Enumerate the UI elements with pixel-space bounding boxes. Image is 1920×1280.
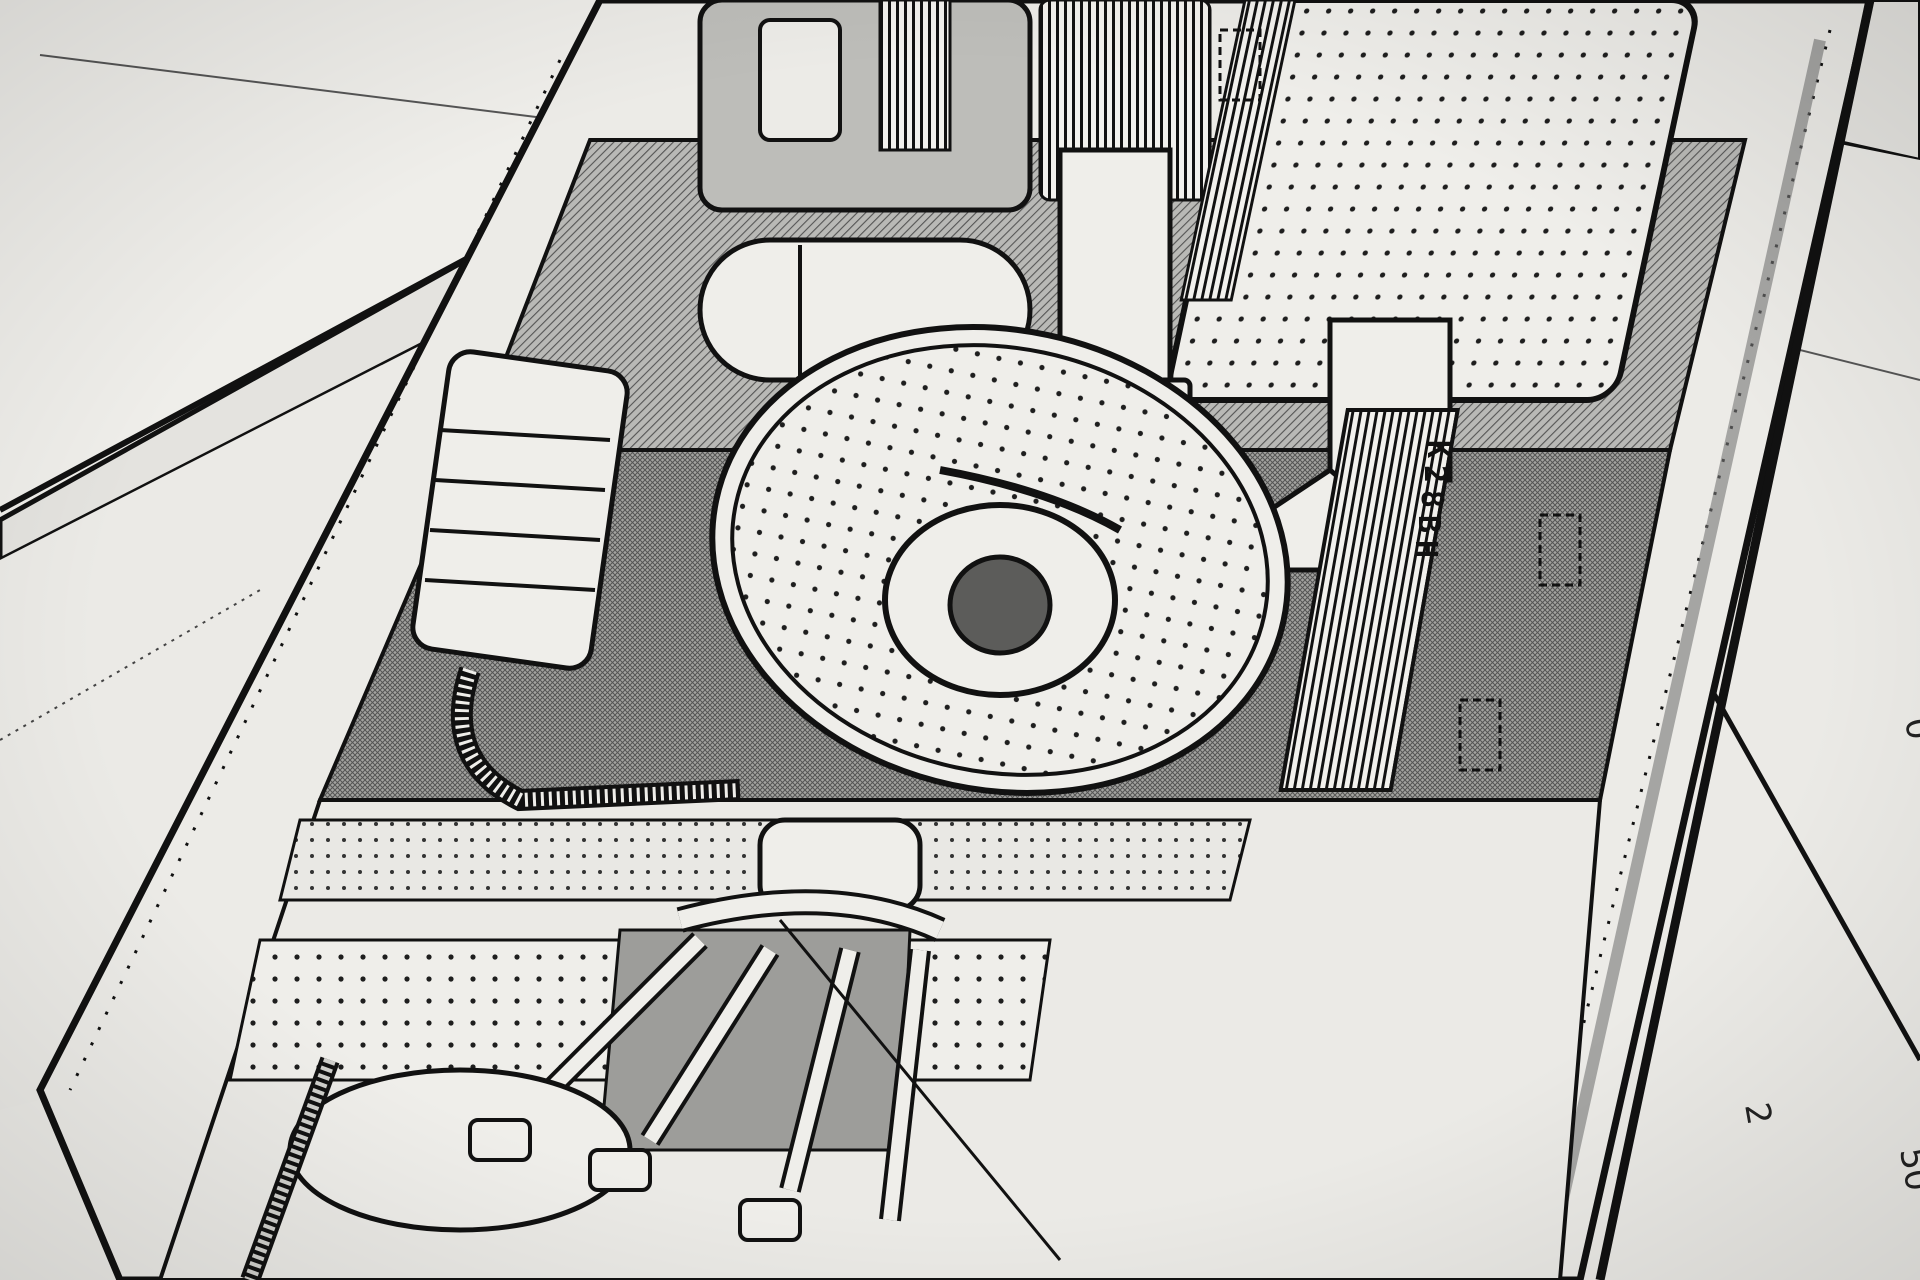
lens-vignette (0, 0, 1920, 1280)
technical-drawing-photo: K 2 8 B H 0 2 50 (0, 0, 1920, 1280)
